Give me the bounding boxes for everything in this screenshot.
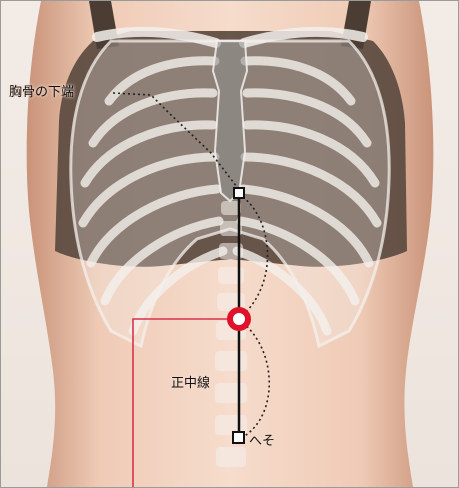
label-navel: へそ: [249, 430, 275, 449]
sternum: [213, 41, 247, 201]
target-point: [230, 310, 248, 328]
navel-marker: [233, 432, 244, 443]
sternum-end-marker: [234, 188, 244, 198]
label-sternum-lower-end: 胸骨の下端: [9, 81, 74, 100]
label-midline: 正中線: [171, 372, 210, 391]
